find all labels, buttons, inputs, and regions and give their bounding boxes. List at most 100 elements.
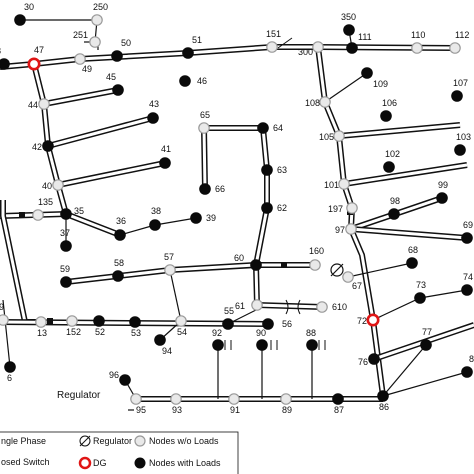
bus-label-57: 57 <box>164 252 174 262</box>
bus-node-69-with-load <box>461 232 473 244</box>
bus-label-88: 88 <box>306 328 316 338</box>
bus-node-53-with-load <box>129 316 141 328</box>
bus-node-39-with-load <box>190 212 202 224</box>
feeder-segment-inner-19 <box>350 227 468 240</box>
lateral-line-5 <box>169 269 182 322</box>
bus-node-135-no-load <box>32 209 44 221</box>
bus-label-350: 350 <box>341 12 356 22</box>
feeder-segment-inner-3 <box>43 88 119 106</box>
closed-switch-0 <box>47 318 53 324</box>
bus-label-111: 111 <box>358 32 372 42</box>
feeder-segment-inner-4 <box>47 116 154 148</box>
bus-node-93-no-load <box>170 393 182 405</box>
bus-label-30: 30 <box>24 2 34 12</box>
regulator-icon <box>330 263 344 277</box>
bus-node-111-with-load <box>346 42 358 54</box>
bus-label-151: 151 <box>266 29 281 39</box>
feeder-segment-inner-7 <box>65 212 121 237</box>
feeder-segment-inner-15 <box>343 163 468 186</box>
bus-node-59-with-load <box>60 276 72 288</box>
bus-label-41: 41 <box>161 144 171 154</box>
legend-single-phase-label: ngle Phase <box>1 436 46 446</box>
bus-label-102: 102 <box>385 149 400 159</box>
bus-label-40: 40 <box>42 181 52 191</box>
bus-node-37-with-load <box>60 240 72 252</box>
bus-label-152: 152 <box>66 327 81 337</box>
bus-node-77-with-load <box>420 339 432 351</box>
bus-label-8: 8 <box>0 46 1 56</box>
legend: ngle Phase osed Switch Regulator DG Node… <box>0 431 239 474</box>
bus-node-67-no-load <box>342 271 354 283</box>
bus-node-610-no-load <box>316 301 328 313</box>
bus-label-13: 13 <box>37 328 47 338</box>
bus-label-87: 87 <box>334 405 344 415</box>
bus-label-42: 42 <box>32 142 42 152</box>
legend-nodes-with-loads-label: Nodes with Loads <box>149 458 221 468</box>
bus-node-105-no-load <box>333 130 345 142</box>
bus-node-41-with-load <box>159 157 171 169</box>
bus-node-72-dg <box>366 313 380 327</box>
bus-node-54-no-load <box>175 315 187 327</box>
bus-label-53: 53 <box>131 328 141 338</box>
closed-switch-2 <box>281 262 287 268</box>
bus-node-109-with-load <box>361 67 373 79</box>
bus-label-46: 46 <box>197 76 207 86</box>
bus-node-92-with-load <box>212 339 224 351</box>
bus-node-49-no-load <box>74 53 86 65</box>
bus-node-110-no-load <box>411 42 423 54</box>
bus-node-76-with-load <box>368 353 380 365</box>
bus-label-197: 197 <box>328 204 343 214</box>
bus-node-80-with-load <box>461 366 473 378</box>
three-phase-feeder-lines <box>0 44 474 402</box>
bus-label-61: 61 <box>235 301 245 311</box>
bus-label-35: 35 <box>74 206 84 216</box>
bus-node-152-no-load <box>66 315 78 327</box>
bus-node-45-with-load <box>112 84 124 96</box>
bus-label-43: 43 <box>149 99 159 109</box>
bus-node-42-with-load <box>42 140 54 152</box>
bus-label-51: 51 <box>192 35 202 45</box>
bus-label-63: 63 <box>277 165 287 175</box>
bus-node-46-with-load <box>179 75 191 87</box>
bus-node-58-with-load <box>112 270 124 282</box>
legend-closed-switch-label: osed Switch <box>1 457 50 467</box>
bus-label-45: 45 <box>106 72 116 82</box>
lateral-line-19 <box>382 371 468 397</box>
bus-label-76: 76 <box>358 357 368 367</box>
feeder-segment-inner-14 <box>338 123 461 138</box>
bus-label-101: 101 <box>324 180 339 190</box>
legend-dg-label: DG <box>93 458 107 468</box>
bus-node-97-no-load <box>345 223 357 235</box>
feeder-segment-outer-11 <box>204 125 323 310</box>
bus-label-86: 86 <box>379 402 389 412</box>
closed-switch-3 <box>19 212 25 218</box>
feeder-segment-inner-5 <box>57 161 166 187</box>
bus-label-89: 89 <box>282 405 292 415</box>
lateral-line-13 <box>2 299 11 368</box>
bus-node-107-with-load <box>451 90 463 102</box>
bus-label-250: 250 <box>93 2 108 12</box>
bus-node-68-with-load <box>406 257 418 269</box>
node-without-load-legend-icon <box>134 435 146 447</box>
open-switch-symbol <box>285 299 301 315</box>
bus-label-64: 64 <box>273 123 283 133</box>
bus-node-88-with-load <box>306 339 318 351</box>
bus-label-80: 80 <box>469 354 474 364</box>
bus-label-97: 97 <box>335 225 345 235</box>
bus-node-112-no-load <box>449 42 461 54</box>
bus-label-251: 251 <box>73 30 88 40</box>
open-switch-151 <box>277 37 293 49</box>
bus-label-95: 95 <box>136 405 146 415</box>
regulator-caption: Regulator <box>57 390 101 401</box>
bus-label-110: 110 <box>411 30 425 40</box>
bus-node-103-with-load <box>454 144 466 156</box>
bus-label-9: 9 <box>0 302 4 312</box>
bus-label-77: 77 <box>422 327 432 337</box>
switches-and-devices <box>19 37 353 350</box>
bus-label-300: 300 <box>298 47 313 57</box>
bus-node-99-with-load <box>436 192 448 204</box>
bus-label-6: 6 <box>7 373 12 383</box>
regulator-icon <box>79 435 91 447</box>
dg-legend-icon <box>78 456 92 470</box>
bus-label-105: 105 <box>319 132 334 142</box>
